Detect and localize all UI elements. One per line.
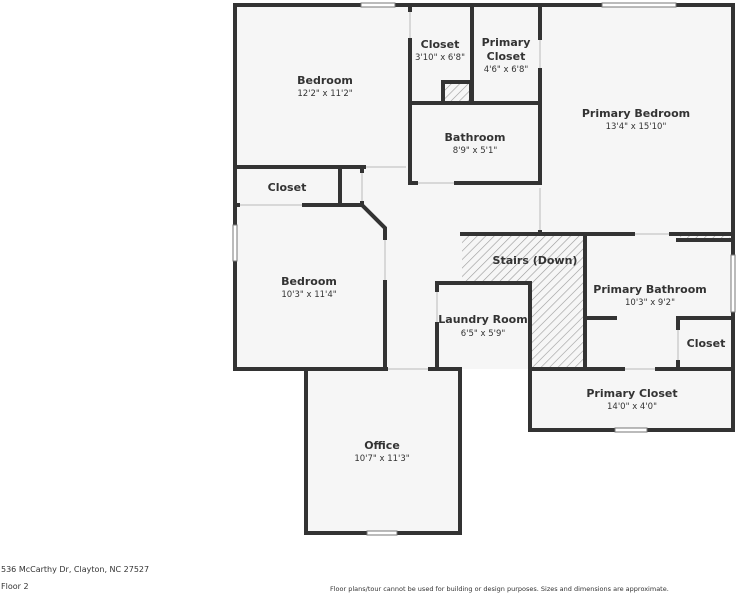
room-name: Bathroom (445, 131, 506, 144)
room-name: Bedroom (297, 74, 353, 87)
room-dimensions: 8'9" x 5'1" (453, 146, 498, 156)
room-stairs: Stairs (Down) (493, 254, 578, 267)
floor-fill (235, 5, 733, 533)
room-dimensions: 10'3" x 11'4" (281, 290, 336, 300)
room-dimensions: 10'3" x 9'2" (625, 298, 675, 308)
room-office: Office 10'7" x 11'3" (354, 439, 409, 464)
room-name: Closet (687, 337, 726, 350)
room-name: Office (364, 439, 400, 452)
room-primary-closet-s: Primary Closet 14'0" x 4'0" (586, 387, 677, 412)
room-laundry: Laundry Room 6'5" x 5'9" (438, 313, 527, 339)
room-name-line-2: Closet (487, 50, 526, 63)
room-dimensions: 4'6" x 6'8" (484, 65, 529, 75)
shelf-hatch (680, 234, 730, 240)
room-bathroom: Bathroom 8'9" x 5'1" (445, 131, 506, 156)
room-dimensions: 3'10" x 6'8" (415, 53, 465, 63)
room-closet-w: Closet (268, 181, 307, 194)
room-name: Stairs (Down) (493, 254, 578, 267)
room-name: Primary Closet (586, 387, 677, 400)
stairs-hatch (462, 236, 583, 367)
room-name: Bedroom (281, 275, 337, 288)
room-dimensions: 10'7" x 11'3" (354, 454, 409, 464)
room-name-line-1: Primary (482, 36, 531, 49)
room-dimensions: 14'0" x 4'0" (607, 402, 657, 412)
room-dimensions: 6'5" x 5'9" (461, 329, 506, 339)
floor-label: Floor 2 (1, 582, 29, 591)
room-name: Laundry Room (438, 313, 527, 326)
disclaimer-text: Floor plans/tour cannot be used for buil… (330, 585, 669, 593)
room-primary-closet-n: Primary Closet 4'6" x 6'8" (482, 36, 531, 75)
windows (232, 2, 736, 536)
room-primary-bathroom: Primary Bathroom 10'3" x 9'2" (593, 283, 706, 308)
room-name: Primary Bedroom (582, 107, 690, 120)
room-bedroom-nw: Bedroom 12'2" x 11'2" (297, 74, 353, 99)
room-name: Closet (421, 38, 460, 51)
chimney-hatch (445, 84, 469, 102)
address-text: 536 McCarthy Dr, Clayton, NC 27527 (1, 565, 150, 574)
room-dimensions: 13'4" x 15'10" (606, 122, 667, 132)
room-name: Closet (268, 181, 307, 194)
room-closet-a: Closet 3'10" x 6'8" (415, 38, 465, 63)
door-jambs (240, 12, 679, 370)
room-bedroom-w: Bedroom 10'3" x 11'4" (281, 275, 337, 300)
room-primary-bedroom: Primary Bedroom 13'4" x 15'10" (582, 107, 690, 132)
room-dimensions: 12'2" x 11'2" (297, 89, 352, 99)
room-closet-e: Closet (687, 337, 726, 350)
room-name: Primary Bathroom (593, 283, 706, 296)
